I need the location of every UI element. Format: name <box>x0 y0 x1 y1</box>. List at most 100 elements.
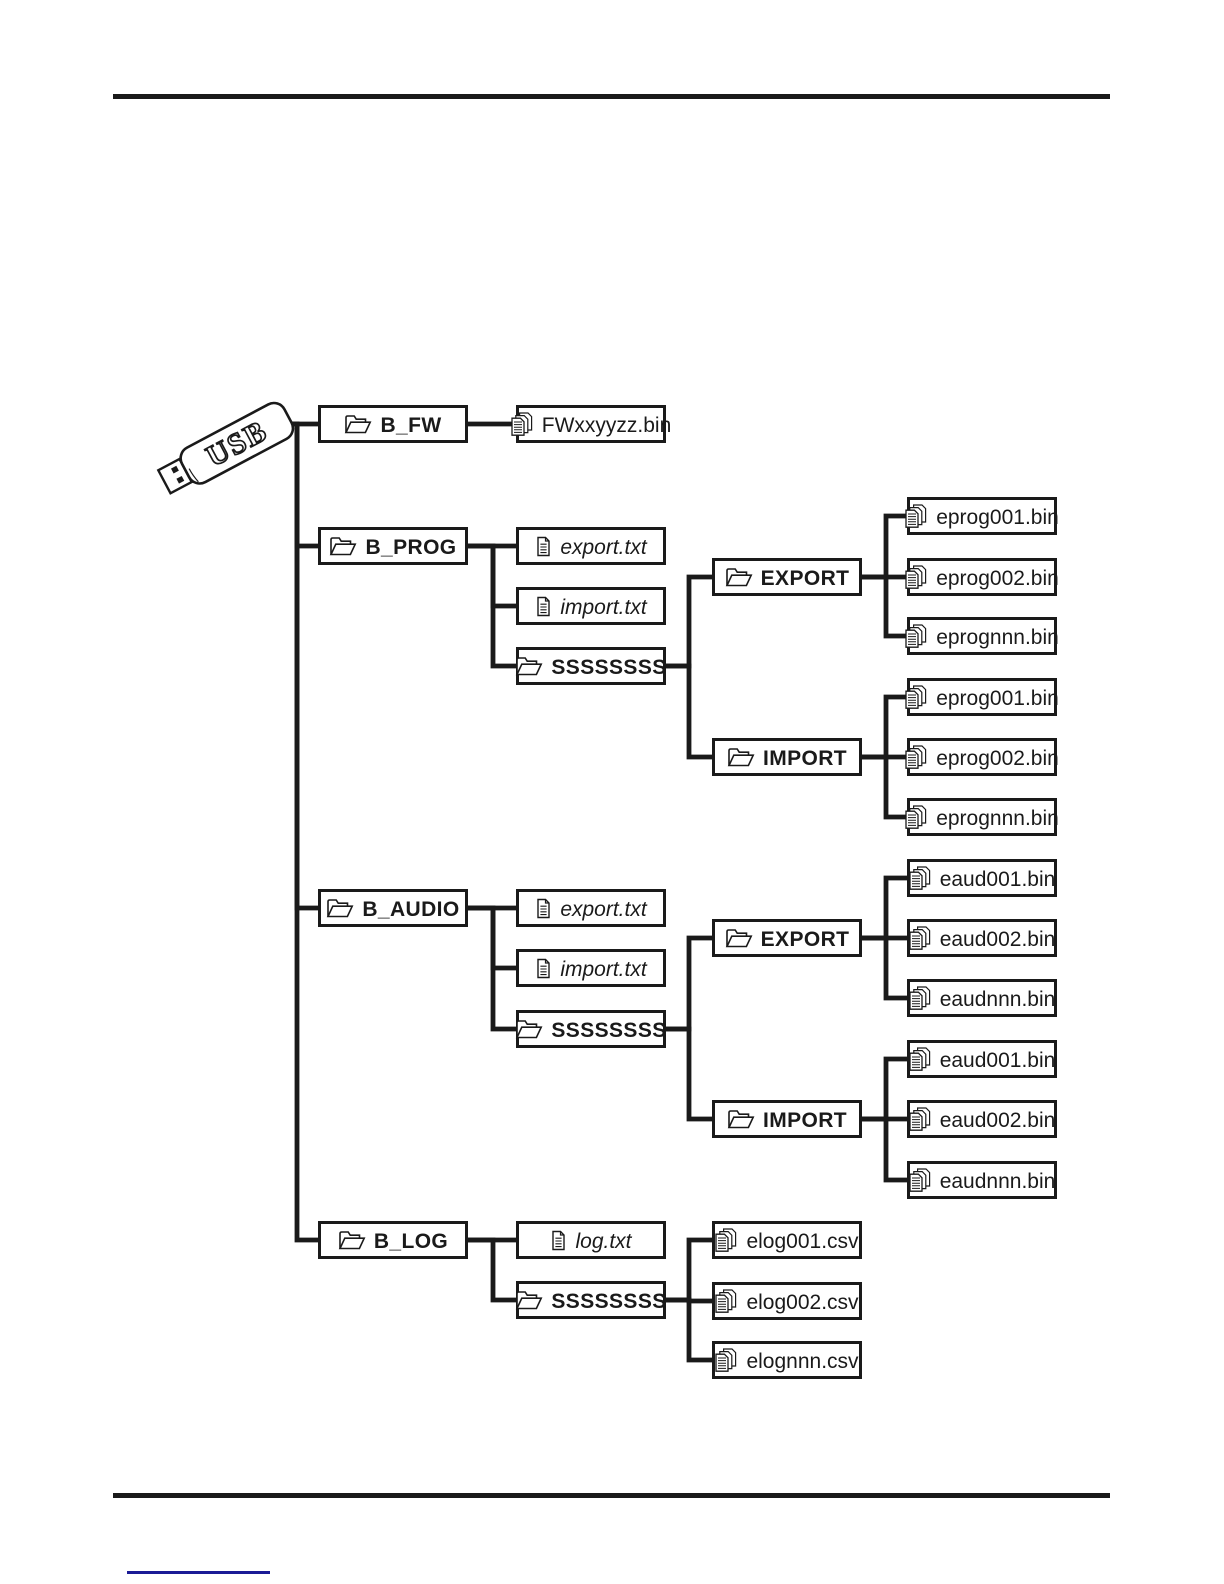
folder-open-icon <box>515 655 543 677</box>
node-label: eaudnnn.bin <box>939 1169 1056 1193</box>
tree-node-b-log: B_LOG <box>318 1221 468 1259</box>
node-label: elog002.csv <box>746 1290 859 1314</box>
node-label: eaud002.bin <box>939 1108 1056 1132</box>
node-label: eaud001.bin <box>939 1048 1056 1072</box>
document-icon <box>550 1230 567 1251</box>
node-label: eprognnn.bin <box>936 806 1059 830</box>
node-label: eaud002.bin <box>939 927 1056 951</box>
tree-node-log-ssssssss: SSSSSSSS <box>516 1281 666 1319</box>
documents-stack-icon <box>715 1227 738 1253</box>
documents-stack-icon <box>909 1106 932 1132</box>
node-label: eprog002.bin <box>936 746 1059 770</box>
node-label: EXPORT <box>760 927 850 951</box>
tree-node-prog-export-eprog002: eprog002.bin <box>905 558 1059 596</box>
tree-node-prog-export-eprog001: eprog001.bin <box>905 497 1059 535</box>
tree-node-b-prog: B_PROG <box>318 527 468 565</box>
tree-node-aud-import: IMPORT <box>712 1100 862 1138</box>
node-label: B_AUDIO <box>362 897 460 921</box>
documents-stack-icon <box>909 925 932 951</box>
folder-open-icon <box>515 1018 543 1040</box>
tree-node-aud-import-eaud002: eaud002.bin <box>907 1100 1057 1138</box>
folder-open-icon <box>338 1229 366 1251</box>
tree-node-aud-import-eaud001: eaud001.bin <box>907 1040 1057 1078</box>
documents-stack-icon <box>909 985 932 1011</box>
tree-node-prog-ssssssss: SSSSSSSS <box>516 647 666 685</box>
tree-node-elog001-csv: elog001.csv <box>712 1221 862 1259</box>
tree-node-aud-export: EXPORT <box>712 919 862 957</box>
folder-open-icon <box>329 535 357 557</box>
node-label: export.txt <box>560 897 647 921</box>
document-icon <box>535 596 552 617</box>
documents-stack-icon <box>715 1288 738 1314</box>
node-label: EXPORT <box>760 566 850 590</box>
folder-open-icon <box>727 746 755 768</box>
usb-drive-illustration: USB <box>156 401 295 495</box>
tree-node-aud-ssssssss: SSSSSSSS <box>516 1010 666 1048</box>
folder-open-icon <box>725 927 753 949</box>
folder-open-icon <box>344 413 372 435</box>
node-label: B_PROG <box>365 535 457 559</box>
header-rule <box>113 94 1110 99</box>
node-label: SSSSSSSS <box>551 1289 667 1313</box>
folder-open-icon <box>515 1289 543 1311</box>
tree-node-aud-import-txt: import.txt <box>516 949 666 987</box>
tree-node-elog002-csv: elog002.csv <box>712 1282 862 1320</box>
tree-node-log-txt: log.txt <box>516 1221 666 1259</box>
node-label: import.txt <box>560 595 647 619</box>
tree-node-aud-export-txt: export.txt <box>516 889 666 927</box>
node-label: B_FW <box>380 413 442 437</box>
documents-stack-icon <box>905 744 928 770</box>
node-label: eaud001.bin <box>939 867 1056 891</box>
tree-node-fwxxyyzz-bin: FWxxyyzz.bin <box>511 405 671 443</box>
node-label: eprog001.bin <box>936 505 1059 529</box>
node-label: elognnn.csv <box>746 1349 859 1373</box>
tree-node-b-audio: B_AUDIO <box>318 889 468 927</box>
documents-stack-icon <box>909 865 932 891</box>
documents-stack-icon <box>905 623 928 649</box>
tree-node-aud-import-eaudnnn: eaudnnn.bin <box>907 1161 1057 1199</box>
node-label: eprog001.bin <box>936 686 1059 710</box>
node-label: B_LOG <box>373 1229 449 1253</box>
usb-body <box>179 401 295 485</box>
tree-node-prog-export-txt: export.txt <box>516 527 666 565</box>
documents-stack-icon <box>511 411 534 437</box>
documents-stack-icon <box>909 1167 932 1193</box>
tree-node-prog-export-eprognnn: eprognnn.bin <box>905 617 1059 655</box>
node-label: export.txt <box>560 535 647 559</box>
footnote-rule <box>127 1571 270 1574</box>
node-label: eprognnn.bin <box>936 625 1059 649</box>
usb-plug-pin <box>176 475 185 484</box>
documents-stack-icon <box>715 1347 738 1373</box>
tree-node-prog-import-txt: import.txt <box>516 587 666 625</box>
tree-node-prog-import-eprog002: eprog002.bin <box>905 738 1059 776</box>
node-label: IMPORT <box>762 746 848 770</box>
documents-stack-icon <box>909 1046 932 1072</box>
node-label: eaudnnn.bin <box>939 987 1056 1011</box>
document-icon <box>535 536 552 557</box>
document-icon <box>535 898 552 919</box>
folder-open-icon <box>727 1108 755 1130</box>
node-label: eprog002.bin <box>936 566 1059 590</box>
documents-stack-icon <box>905 684 928 710</box>
tree-node-prog-import: IMPORT <box>712 738 862 776</box>
node-label: SSSSSSSS <box>551 655 667 679</box>
folder-open-icon <box>725 566 753 588</box>
documents-stack-icon <box>905 564 928 590</box>
tree-node-prog-export: EXPORT <box>712 558 862 596</box>
node-label: FWxxyyzz.bin <box>541 413 672 437</box>
tree-node-b-fw: B_FW <box>318 405 468 443</box>
usb-body-edge <box>188 468 199 483</box>
folder-open-icon <box>326 897 354 919</box>
node-label: SSSSSSSS <box>551 1018 667 1042</box>
tree-node-elognnn-csv: elognnn.csv <box>712 1341 862 1379</box>
tree-node-aud-export-eaud001: eaud001.bin <box>907 859 1057 897</box>
node-label: elog001.csv <box>746 1229 859 1253</box>
footer-rule <box>113 1493 1110 1498</box>
node-label: import.txt <box>560 957 647 981</box>
node-label: IMPORT <box>762 1108 848 1132</box>
documents-stack-icon <box>905 804 928 830</box>
tree-node-prog-import-eprognnn: eprognnn.bin <box>905 798 1059 836</box>
usb-plug-pin <box>171 465 179 474</box>
